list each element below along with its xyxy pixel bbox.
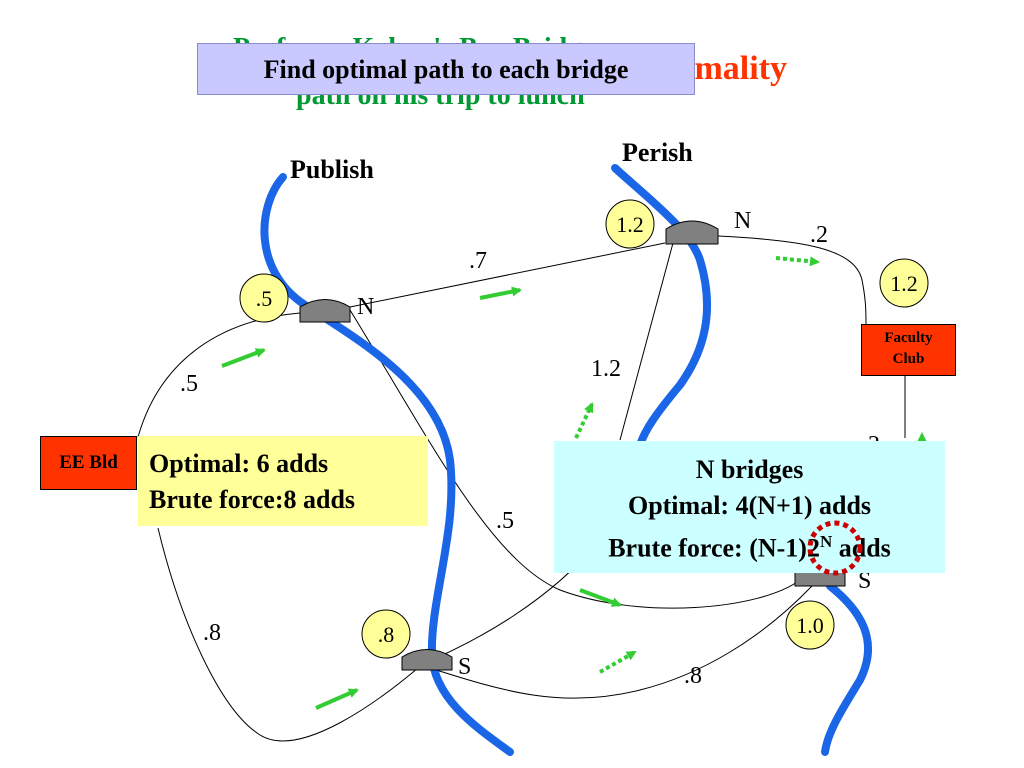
cost-circle-faculty (879, 258, 929, 308)
arrow-ps-qs-dotted (599, 650, 637, 674)
arrow-ee-pn (221, 348, 266, 368)
arrow-ps-qn-dotted (574, 402, 594, 439)
cost-circle-publish-north (239, 273, 289, 323)
brute-force-suffix: adds (832, 533, 891, 563)
edge-cost-ps-qs: .8 (684, 663, 702, 689)
bridge-publish-north (299, 299, 351, 323)
edge-cost-pn-qn: .7 (469, 248, 487, 274)
bridge-perish-north (665, 220, 719, 245)
edge-cost-ps-qn: 1.2 (591, 356, 621, 382)
arrow-ee-ps (315, 688, 359, 710)
cost-circle-publish-north-group: .5 (239, 273, 289, 323)
edge-cost-qn-fc: .2 (810, 222, 828, 248)
cost-circle-faculty-group: 1.2 (879, 258, 929, 308)
cost-publish-south: .8 (378, 622, 395, 647)
find-optimal-text: Find optimal path to each bridge (263, 55, 629, 84)
edge-ps-qs-lower (429, 585, 813, 699)
label-perish-north: N (734, 208, 751, 234)
n-bridges-title: N bridges (695, 455, 804, 484)
brute-force-exponent: N (819, 532, 833, 551)
ee-building-box: EE Bld (40, 436, 137, 490)
river-label-publish: Publish (290, 155, 374, 184)
edge-ee-publish-south (157, 527, 419, 742)
river-publish (260, 173, 514, 756)
faculty-club-box: Faculty Club (861, 324, 956, 376)
cost-circle-perish-north-group: 1.2 (605, 199, 655, 249)
label-perish-south: S (858, 568, 871, 594)
find-optimal-callout: Find optimal path to each bridge (197, 43, 695, 95)
label-publish-north: N (357, 294, 374, 320)
n-bridges-brute-force: Brute force: (N-1)2N adds (554, 524, 945, 567)
edge-pn-qn (349, 242, 666, 308)
cost-circle-publish-south (361, 609, 411, 659)
cost-publish-north: .5 (256, 286, 273, 311)
cost-circle-perish-south (785, 600, 835, 650)
river-perish-bottom (821, 582, 873, 756)
faculty-club-label-line1: Faculty (884, 330, 933, 346)
river-label-perish: Perish (622, 138, 693, 167)
n-bridges-callout: N bridges Optimal: 4(N+1) adds Brute for… (554, 441, 945, 573)
ee-building-label: EE Bld (59, 452, 118, 473)
cost-perish-north: 1.2 (616, 212, 644, 237)
edge-ps-qn (619, 242, 674, 441)
edge-qn-fc (717, 235, 867, 326)
label-publish-south: S (458, 654, 471, 680)
cost-faculty: 1.2 (890, 271, 918, 296)
arrow-pn-qn (479, 286, 522, 300)
bridge-publish-south (401, 649, 453, 671)
edge-cost-ee-ps: .8 (203, 620, 221, 646)
cost-circle-perish-south-group: 1.0 (785, 600, 835, 650)
river-perish-top (611, 164, 712, 449)
optimal-adds-callout: Optimal: 6 adds Brute force:8 adds (138, 436, 428, 526)
edge-pn-qs (349, 309, 801, 609)
edge-cost-pn-qs: .5 (496, 508, 514, 534)
n-bridges-optimal: Optimal: 4(N+1) adds (627, 491, 872, 520)
cost-circle-publish-south-group: .8 (361, 609, 411, 659)
optimal-adds-line: Optimal: 6 adds (149, 449, 329, 478)
brute-force-adds-line: Brute force:8 adds (149, 485, 356, 514)
arrow-qn-fc-dotted (775, 256, 820, 267)
cost-perish-south: 1.0 (796, 613, 824, 638)
edge-cost-ee-pn: .5 (180, 371, 198, 397)
faculty-club-label-line2: Club (892, 351, 925, 367)
cost-circle-perish-north (605, 199, 655, 249)
edge-ee-publish-north (137, 312, 301, 438)
arrow-pn-qs (579, 588, 622, 607)
exponent-highlight-ring (807, 520, 863, 576)
brute-force-prefix: Brute force: (N-1)2 (608, 533, 820, 563)
title-red-text: imality (685, 50, 787, 87)
